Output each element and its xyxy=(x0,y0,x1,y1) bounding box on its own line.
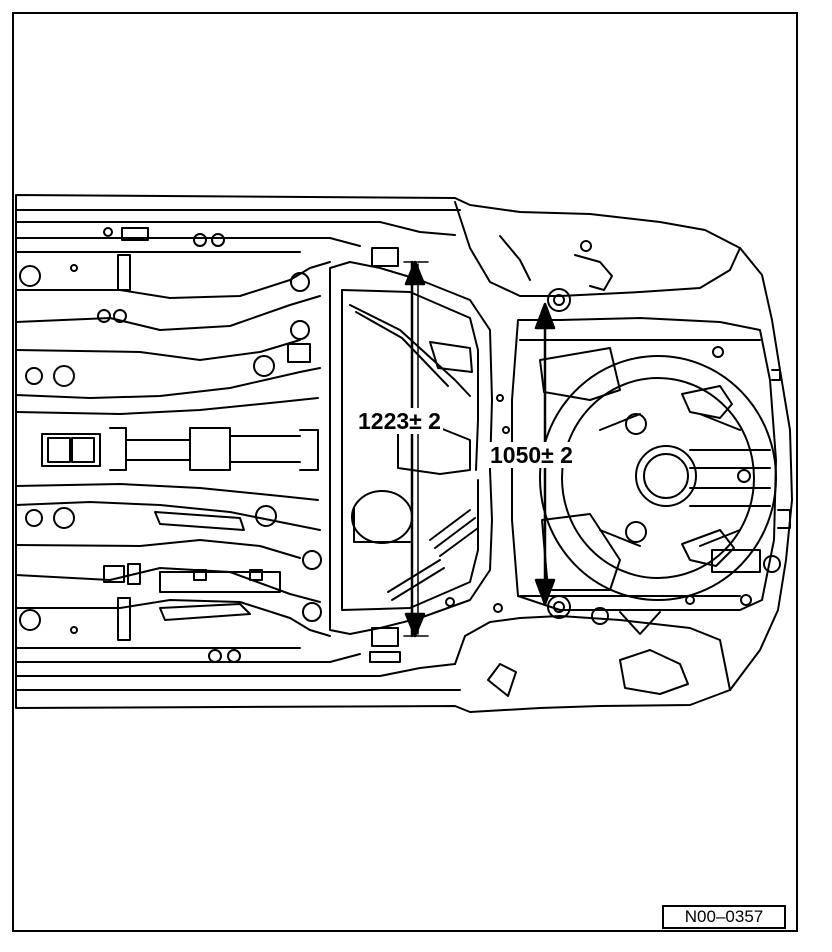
drawing-frame xyxy=(12,12,798,932)
underbody-outline xyxy=(15,194,793,713)
ref-point-rear-upper xyxy=(547,288,571,312)
rear-wheel-arch-lower xyxy=(454,615,731,691)
dimension-label-front: 1223± 2 xyxy=(356,408,443,434)
lower-long-member xyxy=(15,599,331,637)
rear-wheel-arch-upper xyxy=(454,201,741,297)
dimension-label-rear: 1050± 2 xyxy=(488,442,575,468)
ref-point-rear-lower xyxy=(547,595,571,619)
upper-long-member xyxy=(15,261,331,299)
dimension-line-front xyxy=(403,260,429,638)
arrow-head-up xyxy=(404,260,426,286)
center-cross-member xyxy=(329,261,493,635)
floor-pan-hole xyxy=(351,490,413,544)
arrow-head-down xyxy=(404,612,426,638)
spare-wheel-well-outer xyxy=(539,355,777,601)
reference-code: N00–0357 xyxy=(662,905,786,929)
arrow-head-down xyxy=(534,578,556,606)
spare-wheel-mount xyxy=(635,445,697,507)
arrow-head-up xyxy=(534,302,556,330)
mounting-holes xyxy=(19,227,752,663)
tunnel-bracket xyxy=(41,433,101,467)
